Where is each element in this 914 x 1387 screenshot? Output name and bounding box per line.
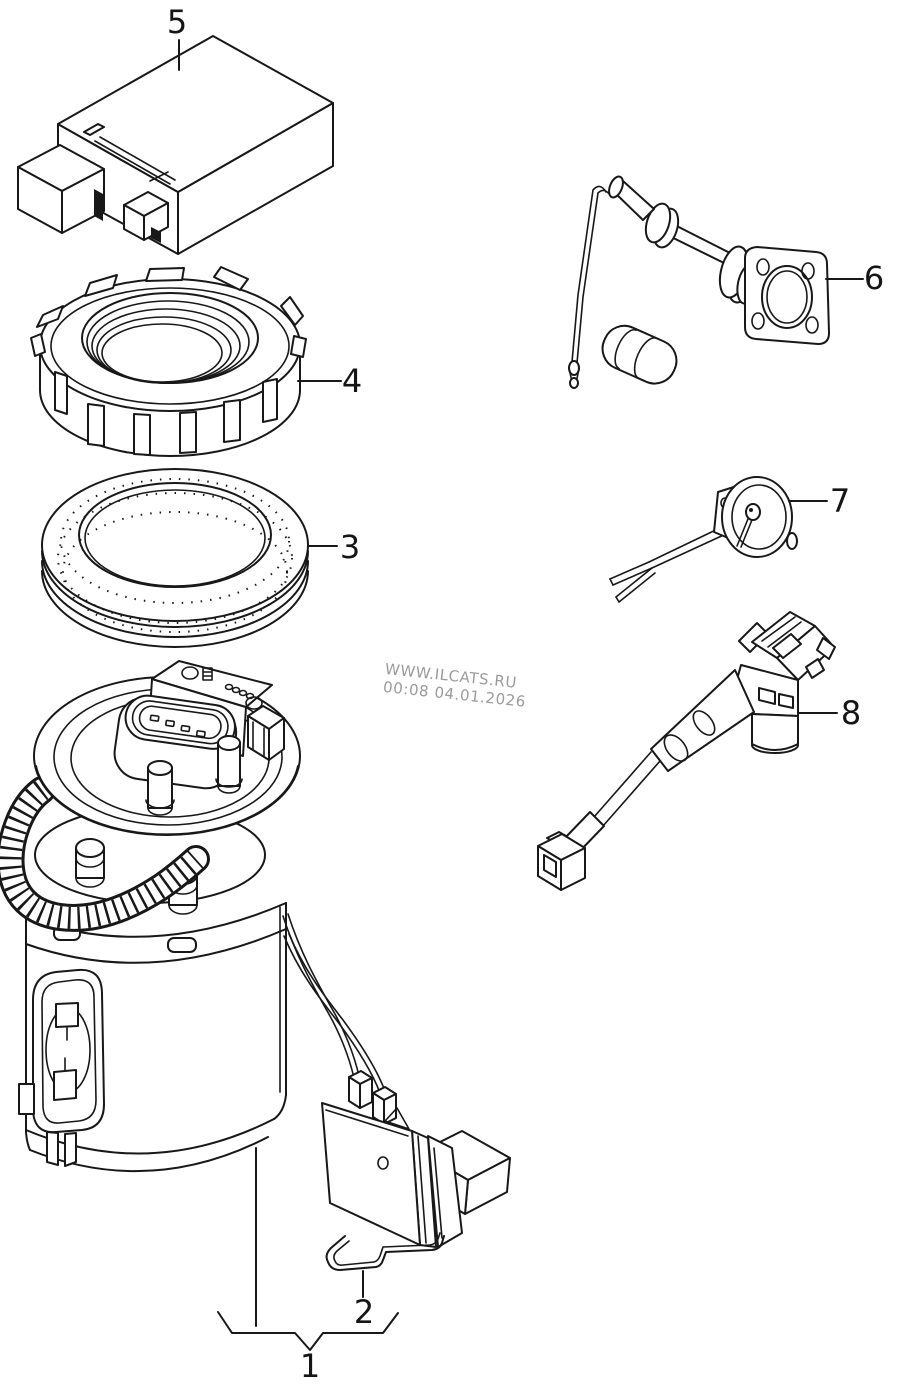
part-7-gauge-sender-drawing xyxy=(609,476,798,603)
callout-1[interactable]: 1 xyxy=(299,1347,321,1385)
callout-6[interactable]: 6 xyxy=(863,259,885,297)
assembly-brace xyxy=(217,1311,399,1351)
part-1-fuel-delivery-unit-drawing xyxy=(0,660,397,1173)
part-6-sensor-flange-drawing xyxy=(568,175,830,389)
flange-connector-socket xyxy=(113,694,238,790)
part-2-bracket-drawing xyxy=(321,1102,511,1271)
part-5-control-module-drawing xyxy=(17,35,334,255)
callout-4[interactable]: 4 xyxy=(341,362,363,400)
callout-5[interactable]: 5 xyxy=(166,3,188,41)
leader-lines xyxy=(178,39,864,1351)
part-4-lock-ring-drawing xyxy=(30,266,307,457)
part-3-seal-ring-drawing xyxy=(41,468,309,648)
part-8-connector-cable-drawing xyxy=(537,611,836,891)
callout-2[interactable]: 2 xyxy=(353,1293,375,1331)
callout-7[interactable]: 7 xyxy=(829,482,851,520)
callout-8[interactable]: 8 xyxy=(840,694,862,732)
callout-3[interactable]: 3 xyxy=(339,528,361,566)
